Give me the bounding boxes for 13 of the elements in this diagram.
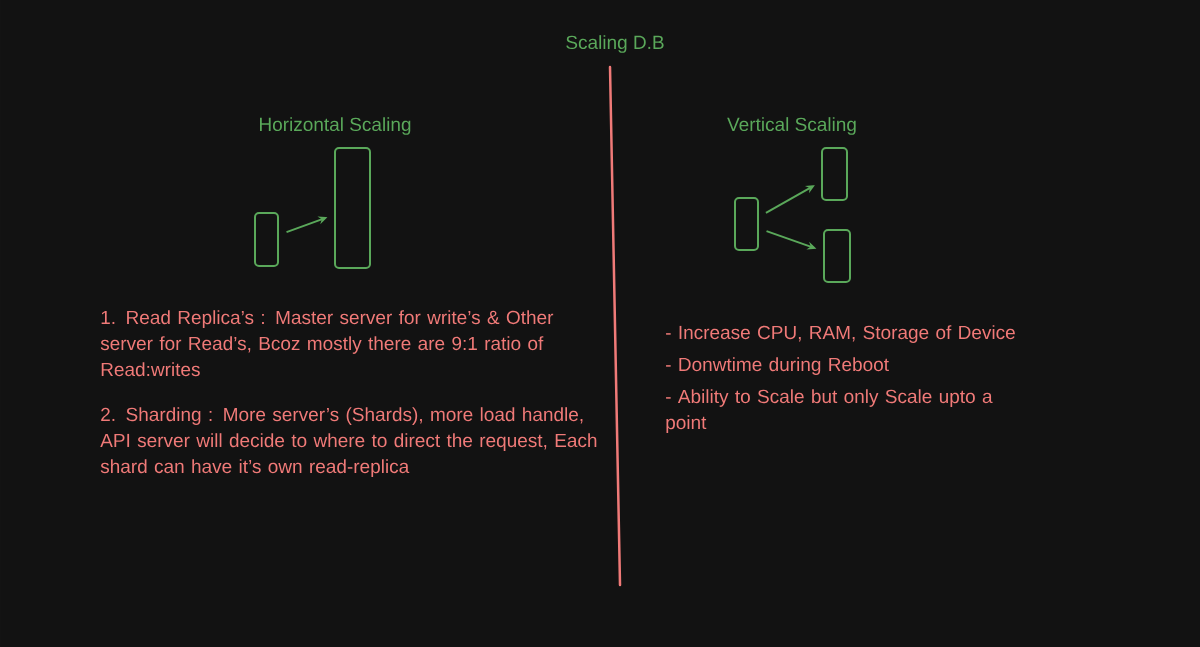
bullet-text: - Increase CPU, RAM, Storage of Device (666, 325, 1015, 343)
server-box (823, 229, 851, 283)
note-text: 1. Read Replica’s : Master server for write’s & Other server for Read’s, Bcoz mostly there are 9:1 ratio of Read:writes (100, 310, 554, 377)
diagram-title: Scaling D.B (566, 35, 664, 53)
bullet-text: - Ability to Scale but only Scale upto a point (666, 389, 993, 433)
arrow (764, 185, 815, 214)
note-text: 2. Sharding : More server’s (Shards), more load handle, API server will decide to where to direct the request, Each shard can have it’s own read-replica (100, 407, 597, 477)
server-box (334, 147, 371, 269)
server-box (821, 147, 848, 201)
bullet-text: - Donwtime during Reboot (666, 357, 889, 375)
server-box (734, 197, 759, 251)
section-heading: Vertical Scaling (727, 117, 856, 135)
server-box (254, 212, 279, 267)
